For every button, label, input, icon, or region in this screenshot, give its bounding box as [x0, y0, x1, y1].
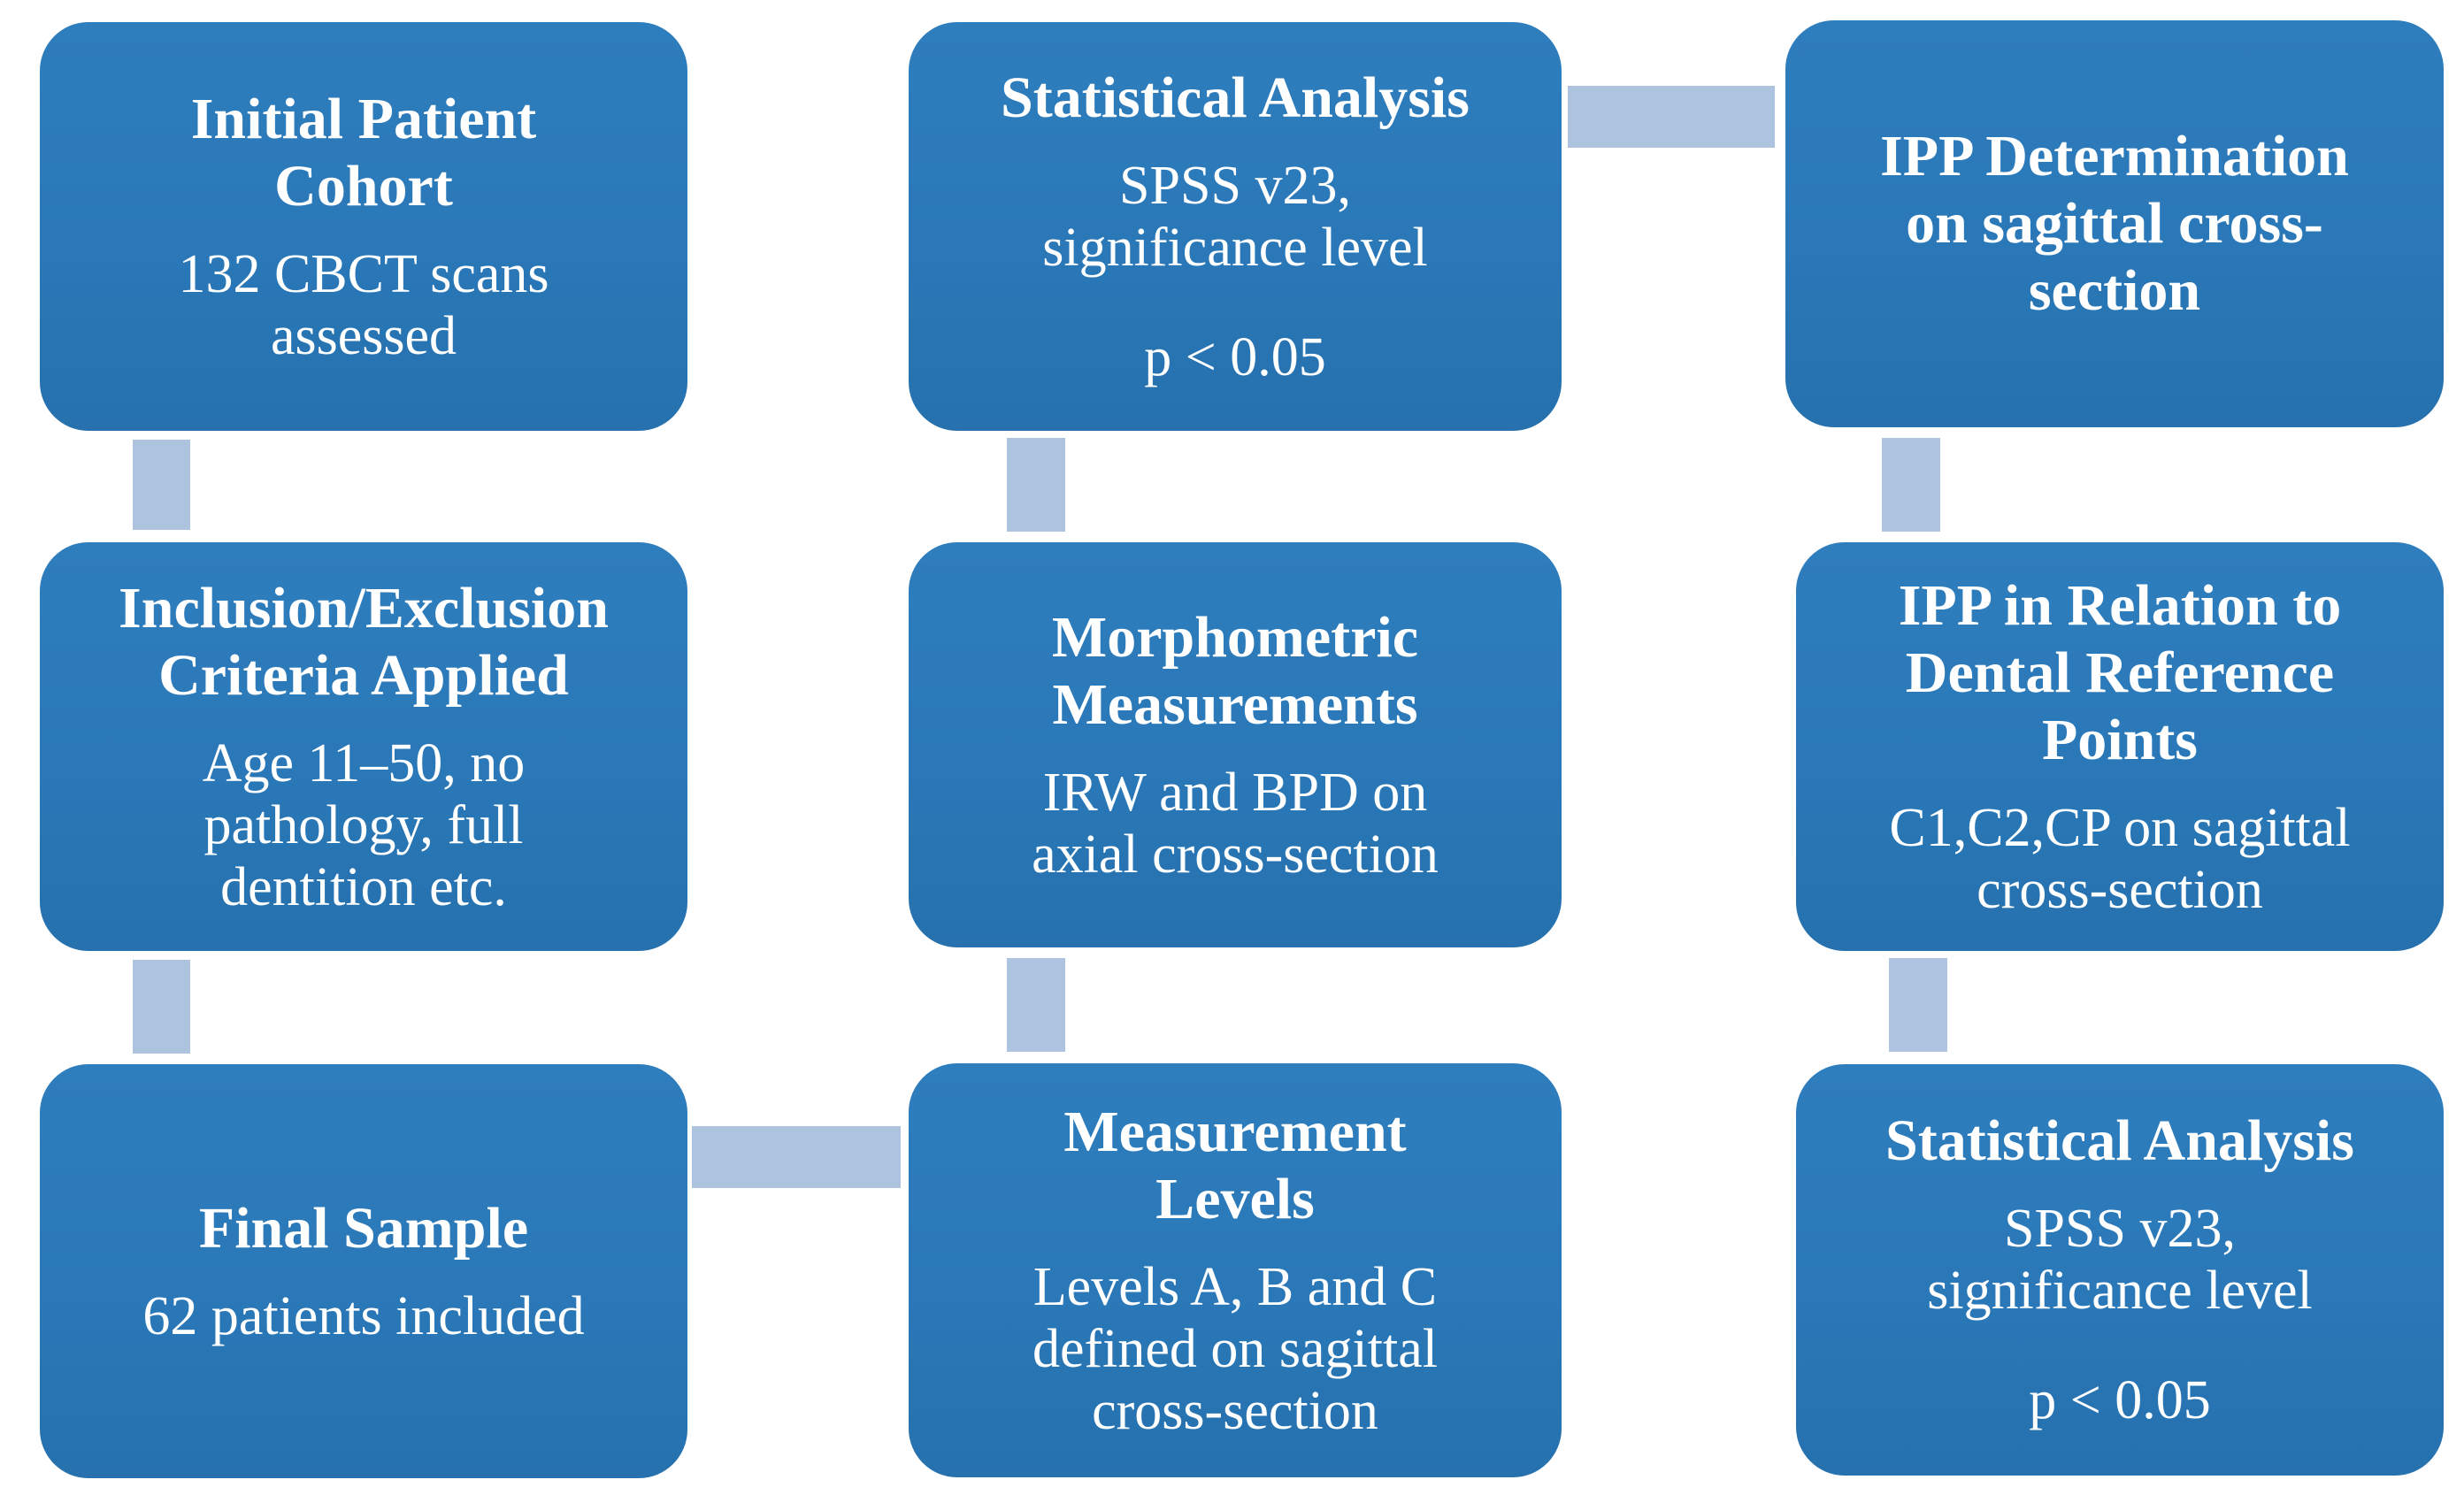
box-body: 62 patients included — [142, 1285, 585, 1346]
box-statistical-analysis-right: Statistical Analysis SPSS v23, significa… — [1796, 1064, 2444, 1476]
box-title: Final Sample — [198, 1196, 529, 1261]
box-body: Age 11–50, no pathology, full dentition … — [202, 732, 526, 917]
box-title: IPP in Relation to Dental Reference Poin… — [1898, 573, 2342, 772]
box-body: IRW and BPD on axial cross-section — [1032, 762, 1439, 885]
box-title: Morphometric Measurements — [1051, 605, 1419, 737]
box-body: C1,C2,CP on sagittal cross-section — [1889, 797, 2351, 920]
box-title: IPP Determination on sagittal cross- sec… — [1880, 124, 2349, 323]
box-title: Inclusion/Exclusion Criteria Applied — [119, 576, 609, 708]
connector-criteria-to-final-sample — [133, 960, 190, 1054]
box-body-secondary: p < 0.05 — [1144, 326, 1326, 387]
connector-measurement-levels-to-morphometric — [1007, 958, 1065, 1052]
box-initial-patient-cohort: Initial Patient Cohort 132 CBCT scans as… — [40, 22, 687, 431]
box-title: Initial Patient Cohort — [190, 87, 537, 218]
connector-statistical-analysis-to-ipp-determination — [1568, 86, 1775, 148]
box-body: Levels A, B and C defined on sagittal cr… — [1032, 1256, 1438, 1441]
connector-ipp-determination-to-ipp-relation — [1882, 438, 1940, 532]
box-statistical-analysis-middle: Statistical Analysis SPSS v23, significa… — [909, 22, 1562, 431]
box-final-sample: Final Sample 62 patients included — [40, 1064, 687, 1478]
box-inclusion-exclusion-criteria: Inclusion/Exclusion Criteria Applied Age… — [40, 542, 687, 951]
box-title: Statistical Analysis — [1885, 1108, 2354, 1174]
box-body: 132 CBCT scans assessed — [178, 243, 549, 366]
box-ipp-determination: IPP Determination on sagittal cross- sec… — [1785, 20, 2444, 427]
box-measurement-levels: Measurement Levels Levels A, B and C def… — [909, 1063, 1562, 1477]
connector-ipp-relation-to-statistical-analysis — [1889, 958, 1947, 1052]
box-body: SPSS v23, significance level — [1927, 1199, 2313, 1322]
box-morphometric-measurements: Morphometric Measurements IRW and BPD on… — [909, 542, 1562, 947]
box-title: Measurement Levels — [1063, 1100, 1407, 1231]
box-body: SPSS v23, significance level — [1042, 155, 1428, 278]
connector-final-sample-to-measurement-levels — [692, 1126, 901, 1188]
box-title: Statistical Analysis — [1001, 65, 1470, 130]
connector-cohort-to-criteria — [133, 440, 190, 530]
box-ipp-dental-reference: IPP in Relation to Dental Reference Poin… — [1796, 542, 2444, 951]
box-body-secondary: p < 0.05 — [2029, 1370, 2211, 1431]
connector-morphometric-to-statistical-analysis — [1007, 438, 1065, 532]
